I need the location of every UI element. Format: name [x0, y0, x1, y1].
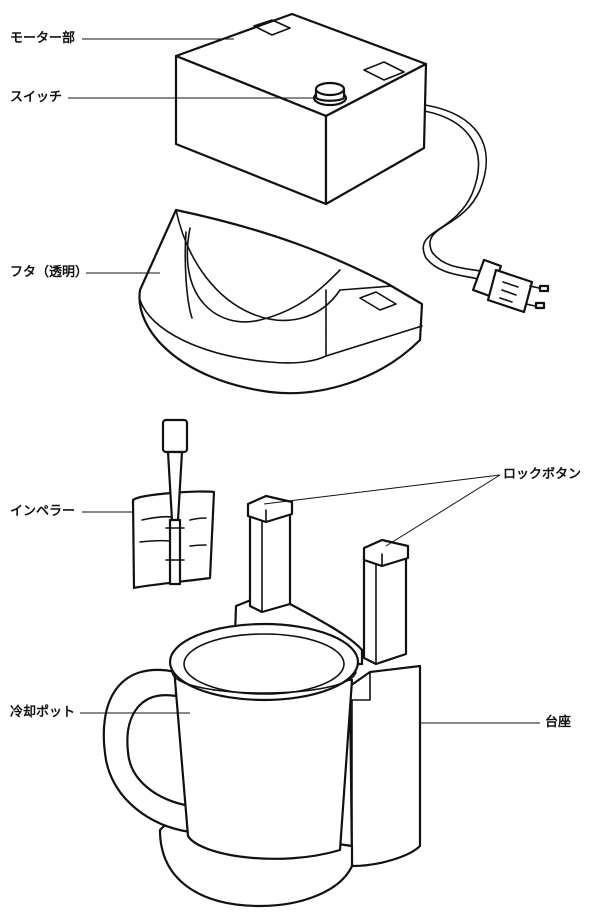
lid-step — [325, 289, 423, 357]
lock-button-left — [246, 494, 294, 524]
lid — [138, 208, 424, 395]
lid-edge — [139, 299, 327, 364]
pot-rim — [168, 622, 360, 702]
label-lid: フタ（透明） — [10, 265, 89, 280]
base-housing — [348, 664, 422, 868]
power-cord — [417, 103, 488, 273]
motor-vent-left — [253, 19, 291, 36]
lid-inner-curve — [175, 209, 393, 322]
lid-slot — [359, 291, 397, 311]
cooling-pot — [102, 622, 360, 860]
label-switch: スイッチ — [10, 90, 63, 105]
power-plug — [471, 258, 550, 314]
lid-body — [138, 208, 424, 395]
motor-unit — [174, 12, 550, 314]
label-motor-unit: モーター部 — [10, 31, 76, 46]
pot-body — [172, 666, 354, 860]
switch-knob — [312, 81, 348, 107]
label-impeller: インペラー — [10, 504, 76, 519]
power-cord-inner — [417, 109, 483, 281]
impeller-shaft-cap — [161, 418, 189, 454]
motor-side-face — [324, 62, 428, 206]
lid-highlight — [184, 231, 193, 319]
impeller-blade-slots — [139, 515, 207, 547]
lid-inner-rim — [186, 227, 341, 323]
label-base: 台座 — [545, 715, 572, 730]
pot-rim-lip — [171, 671, 357, 694]
label-lock-button: ロックボタン — [503, 467, 582, 482]
impeller-rings — [165, 527, 185, 561]
pot-rim-inner — [183, 633, 345, 695]
impeller — [131, 418, 216, 590]
label-cooling-pot: 冷却ポット — [10, 705, 76, 720]
base-post-right — [362, 548, 408, 666]
lock-button-right — [362, 538, 410, 568]
leader-lines — [68, 38, 540, 724]
impeller-rod — [168, 518, 182, 586]
motor-vent-right — [363, 61, 405, 81]
